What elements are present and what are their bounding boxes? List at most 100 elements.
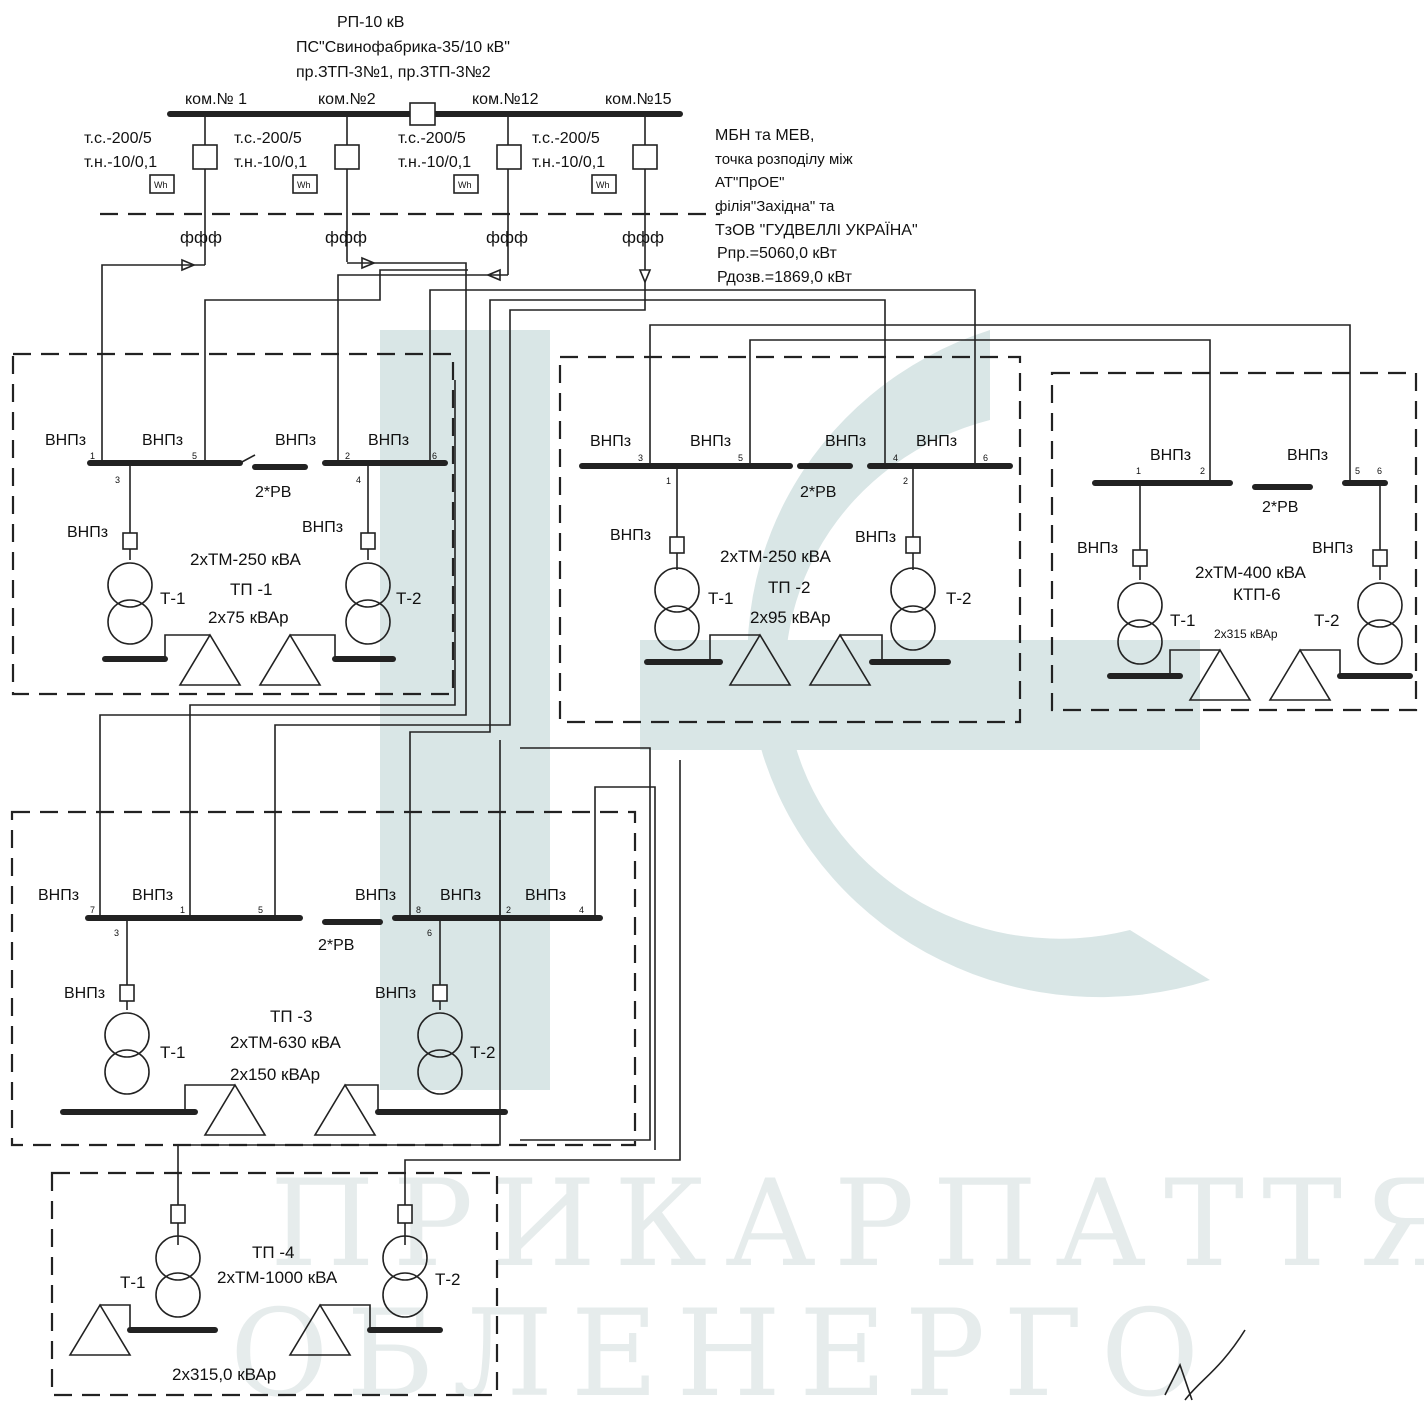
cell-number: 8 [416, 905, 421, 915]
switch-label: ВНПз [1150, 447, 1191, 464]
cell-number: 6 [983, 453, 988, 463]
cell-number: 1 [180, 905, 185, 915]
meter-label: Wh [458, 180, 472, 190]
ct-rating: т.с.-200/5 [398, 130, 466, 147]
cell-number: 6 [1377, 466, 1382, 476]
switch-label: ВНПз [368, 432, 409, 449]
note-line5: ТзОВ "ГУДВЕЛЛІ УКРАЇНА" [715, 221, 918, 239]
meter-label: Wh [297, 180, 311, 190]
switch-label: ВНПз [525, 887, 566, 904]
ct-rating: т.с.-200/5 [84, 130, 152, 147]
bus-coupler [409, 102, 436, 126]
cell-number: 3 [115, 475, 120, 485]
cell-number: 2 [506, 905, 511, 915]
feeder-12: т.с.-200/5 т.н.-10/0,1 Wh ффф [337, 114, 528, 370]
cell-number: 6 [427, 928, 432, 938]
header-line2: ПС"Свинофабрика-35/10 кВ" [296, 39, 510, 56]
tp-1-t1: Т-1 [160, 589, 186, 608]
feeder-label-12: ком.№12 [472, 91, 539, 108]
tp-1-name: ТП -1 [230, 580, 272, 599]
note-line2: точка розподілу між [715, 151, 853, 168]
tp-2: 2*РВ ВНПз ВНПз ВНПз ВНПз 3 5 4 6 1 2 ВНП… [558, 355, 1022, 724]
meter-label: Wh [596, 180, 610, 190]
tp-1-t2: Т-2 [396, 589, 422, 608]
tp-2-comp: 2х95 кВАр [750, 608, 831, 627]
ct-box [192, 144, 218, 170]
tp-2-frame [558, 355, 1022, 724]
note-line4: філія"Західна" та [715, 198, 835, 215]
vt-rating: т.н.-10/0,1 [234, 154, 307, 171]
phase-marker: ффф [180, 228, 222, 247]
cell-number: 7 [90, 905, 95, 915]
boundary-note: МБН та МЕВ, точка розподілу між АТ"ПрОЕ"… [715, 127, 918, 286]
ct-box [334, 144, 360, 170]
feeder-2: т.с.-200/5 т.н.-10/0,1 Wh ффф [99, 114, 467, 820]
cell-number: 1 [1136, 466, 1141, 476]
ktp-6: 2*РВ ВНПз ВНПз 1 2 5 6 ВНПз ВНПз 2хТМ-40… [1050, 370, 1418, 712]
cell-number: 2 [345, 451, 350, 461]
tp-3-t2: Т-2 [470, 1043, 496, 1062]
phase-marker: ффф [622, 228, 664, 247]
tp-2-sectional-label: 2*РВ [800, 484, 836, 501]
switch-label: ВНПз [690, 433, 731, 450]
ktp-6-t2: Т-2 [1314, 611, 1340, 630]
tp-1-sectional-label: 2*РВ [255, 484, 291, 501]
phase-marker: ффф [325, 228, 367, 247]
switch-label: ВНПз [855, 529, 896, 546]
ct-box [496, 144, 522, 170]
cell-number: 5 [738, 453, 743, 463]
tp-3-frame [10, 810, 637, 1147]
cell-number: 1 [666, 476, 671, 486]
switch-label: ВНПз [1077, 540, 1118, 557]
handwritten-signature [1164, 1329, 1246, 1401]
meter-label: Wh [154, 180, 168, 190]
switch-label: ВНПз [916, 433, 957, 450]
feeder-label-2: ком.№2 [318, 91, 376, 108]
note-line3: АТ"ПрОЕ" [715, 174, 784, 191]
tp-2-name: ТП -2 [768, 578, 810, 597]
tp-4-comp: 2х315,0 кВАр [172, 1365, 276, 1384]
watermark-text-line1: ПРИКАРПАТТЯ [270, 1155, 1424, 1294]
ktp-6-transformers: 2хТМ-400 кВА [1195, 563, 1306, 582]
switch-label: ВНПз [1287, 447, 1328, 464]
cell-number: 2 [1200, 466, 1205, 476]
tp-3-name: ТП -3 [270, 1007, 312, 1026]
tp-3-comp: 2х150 кВАр [230, 1065, 320, 1084]
cell-number: 4 [356, 475, 361, 485]
cables [177, 269, 1351, 1190]
cell-number: 1 [90, 451, 95, 461]
tp-2-transformers: 2хТМ-250 кВА [720, 547, 831, 566]
ct-box [632, 144, 658, 170]
ktp-6-t1: Т-1 [1170, 611, 1196, 630]
meter-icon [149, 174, 175, 194]
tp-2-t1: Т-1 [708, 589, 734, 608]
cell-number: 5 [258, 905, 263, 915]
ktp-6-frame [1050, 371, 1418, 712]
feeder-label-15: ком.№15 [605, 91, 672, 108]
note-line1: МБН та МЕВ, [715, 127, 814, 144]
ktp-6-name: КТП-6 [1233, 585, 1281, 604]
note-line6: Рпр.=5060,0 кВт [717, 245, 838, 262]
switch-label: ВНПз [440, 887, 481, 904]
switch-label: ВНПз [38, 887, 79, 904]
switch-label: ВНПз [1312, 540, 1353, 557]
note-line7: Рдозв.=1869,0 кВт [717, 269, 853, 286]
watermark: ПРИКАРПАТТЯ ОБЛЕНЕРГО [230, 330, 1424, 1405]
switch-label: ВНПз [64, 985, 105, 1002]
header-line1: РП-10 кВ [337, 14, 404, 31]
switch-label: ВНПз [825, 433, 866, 450]
tp-2-t2: Т-2 [946, 589, 972, 608]
switch-label: ВНПз [610, 527, 651, 544]
ktp-6-sectional-label: 2*РВ [1262, 499, 1298, 516]
meter-icon [292, 174, 318, 194]
cell-number: 3 [114, 928, 119, 938]
tp-1-transformers: 2хТМ-250 кВА [190, 550, 301, 569]
tp-4: ТП -4 2хТМ-1000 кВА 2х315,0 кВАр Т-1 Т-2 [50, 1171, 499, 1397]
switch-label: ВНПз [45, 432, 86, 449]
ct-rating: т.с.-200/5 [532, 130, 600, 147]
cell-number: 6 [432, 451, 437, 461]
tp-4-transformers: 2хТМ-1000 кВА [217, 1268, 338, 1287]
tp-3-sectional-label: 2*РВ [318, 937, 354, 954]
ct-rating: т.с.-200/5 [234, 130, 302, 147]
